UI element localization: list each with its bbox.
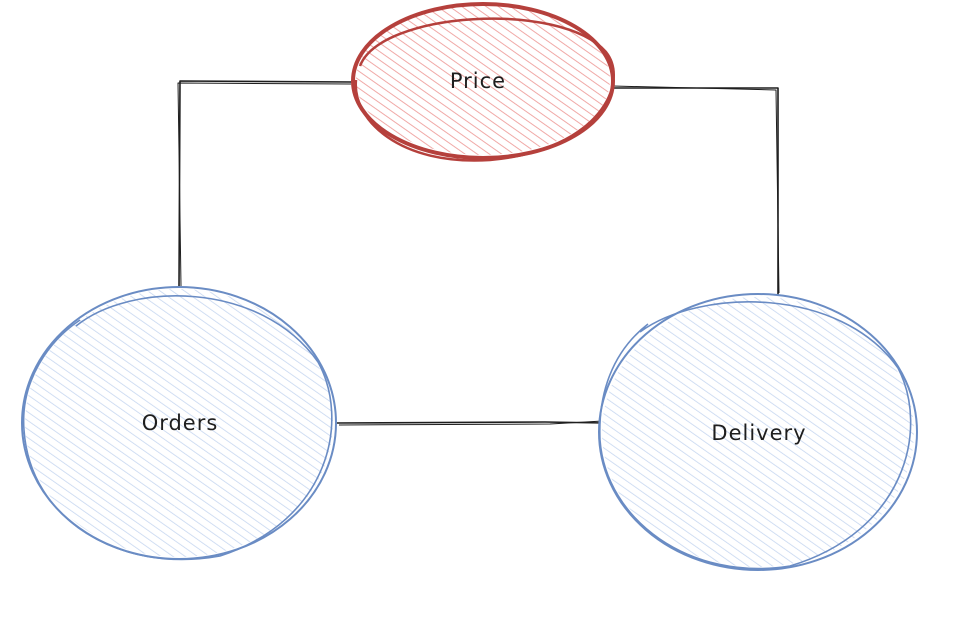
- node-delivery-sketch-stroke: [599, 301, 912, 570]
- node-delivery[interactable]: Delivery: [598, 293, 918, 571]
- node-price-sketch-stroke: [354, 17, 615, 162]
- node-orders[interactable]: Orders: [21, 286, 337, 561]
- connector-price-delivery[interactable]: [612, 85, 780, 295]
- node-price-label: Price: [450, 69, 506, 93]
- node-delivery-outline: [598, 293, 918, 571]
- node-orders-label: Orders: [142, 411, 219, 435]
- connector-orders-delivery[interactable]: [336, 420, 606, 426]
- node-orders-sketch-stroke: [22, 295, 333, 561]
- connector-price-orders[interactable]: [177, 80, 353, 289]
- node-price[interactable]: Price: [351, 2, 615, 162]
- node-delivery-label: Delivery: [711, 421, 806, 445]
